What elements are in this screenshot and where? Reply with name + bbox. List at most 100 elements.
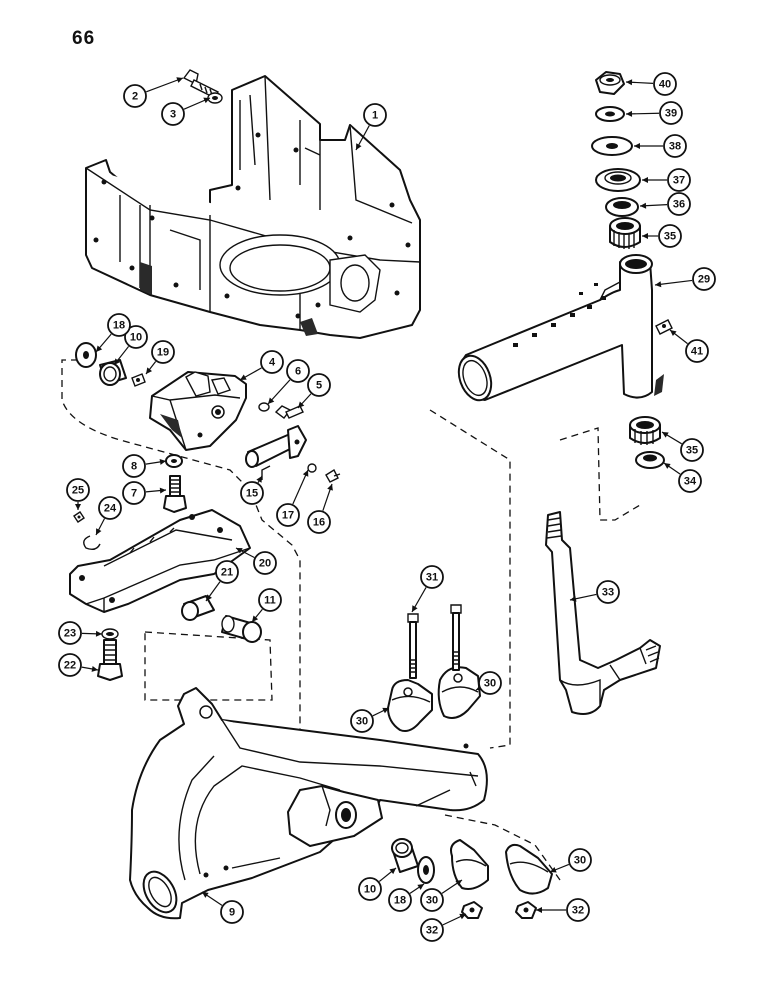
callout-label: 31 <box>426 572 438 584</box>
callout-20: 20 <box>235 547 277 575</box>
leader-arrowhead <box>626 110 633 117</box>
grease-fitting-19 <box>131 373 146 387</box>
leader-arrowhead <box>298 401 305 408</box>
callout-circle <box>653 72 677 96</box>
callout-circle <box>276 503 300 527</box>
leader-line <box>654 279 693 286</box>
leader-arrowhead <box>206 594 212 601</box>
leader-arrowhead <box>382 707 389 714</box>
leader-arrowhead <box>114 358 121 365</box>
leader-line <box>292 469 309 505</box>
callout-21: 21 <box>205 560 239 602</box>
leader-arrowhead <box>670 330 677 337</box>
callout-circle <box>122 454 146 478</box>
callout-label: 6 <box>295 366 301 378</box>
callout-circle <box>388 888 412 912</box>
callout-label: 10 <box>364 884 376 896</box>
callout-label: 5 <box>316 380 322 392</box>
callout-label: 3 <box>170 109 176 121</box>
bushing-10-upper <box>99 359 127 386</box>
callout-circle <box>240 481 264 505</box>
callout-label: 23 <box>64 628 76 640</box>
callout-circle <box>122 481 146 505</box>
callout-25: 25 <box>66 478 90 510</box>
leader-arrowhead <box>176 77 183 83</box>
washer-3 <box>207 92 223 104</box>
callout-label: 22 <box>64 660 76 672</box>
callout-label: 8 <box>131 461 137 473</box>
callout-circle <box>566 898 590 922</box>
callout-31: 31 <box>411 565 444 613</box>
snap-ring-24 <box>83 535 101 551</box>
callout-label: 39 <box>665 108 677 120</box>
assembly-guide-lines <box>61 359 641 881</box>
callout-17: 17 <box>276 469 309 527</box>
callout-35: 35 <box>642 224 682 248</box>
leader-arrowhead <box>550 866 557 873</box>
bushing-10-lower <box>391 838 419 873</box>
bolt-5 <box>274 405 304 419</box>
callout-36: 36 <box>639 192 691 216</box>
callout-1: 1 <box>355 103 387 151</box>
nut-40 <box>595 71 625 95</box>
callout-label: 25 <box>72 485 84 497</box>
callout-label: 11 <box>264 595 276 607</box>
callout-circle <box>363 103 387 127</box>
callout-18: 18 <box>388 883 425 912</box>
callout-11: 11 <box>251 588 282 623</box>
callout-18: 18 <box>95 313 131 353</box>
callout-circle <box>98 496 122 520</box>
leader-arrowhead <box>91 665 98 672</box>
callout-label: 29 <box>698 274 710 286</box>
nut-32-left <box>461 901 483 919</box>
leader-arrowhead <box>159 487 166 494</box>
callout-label: 18 <box>394 895 406 907</box>
leader-arrowhead <box>655 281 662 288</box>
leader-arrowhead <box>95 630 102 637</box>
callout-label: 10 <box>130 332 142 344</box>
leader-arrowhead <box>96 528 102 535</box>
leader-arrowhead <box>256 476 262 483</box>
callout-40: 40 <box>625 72 677 96</box>
leader-arrowhead <box>302 470 309 477</box>
callout-label: 9 <box>229 907 235 919</box>
callout-circle <box>663 134 687 158</box>
leader-arrowhead <box>252 615 259 622</box>
grease-fitting-41 <box>655 319 673 335</box>
callout-label: 21 <box>221 567 233 579</box>
leader-arrowhead <box>268 397 275 404</box>
callout-8: 8 <box>122 454 167 478</box>
callout-15: 15 <box>240 475 264 505</box>
callout-circle <box>420 565 444 589</box>
callout-32: 32 <box>536 898 590 922</box>
bearing-35-lower <box>629 416 661 445</box>
clamp-30-lower-left <box>450 839 489 890</box>
callout-circle <box>124 325 148 349</box>
bolt-22 <box>97 639 123 681</box>
leader-arrowhead <box>327 484 333 491</box>
leader-arrowhead <box>626 79 633 86</box>
lockwasher-23 <box>101 628 119 640</box>
callout-circle <box>215 560 239 584</box>
callout-label: 20 <box>259 558 271 570</box>
callout-circle <box>692 267 716 291</box>
clamp-30-upper-left <box>387 679 433 732</box>
callout-6: 6 <box>267 359 310 405</box>
callout-9: 9 <box>201 891 244 924</box>
callout-16: 16 <box>307 483 333 534</box>
callout-41: 41 <box>669 329 709 363</box>
callout-label: 30 <box>574 855 586 867</box>
callout-layer: 1234567891010111516171818192021222324252… <box>58 72 716 942</box>
page-number: 66 <box>72 28 96 49</box>
washer-38 <box>591 136 633 156</box>
leader-arrowhead <box>159 458 166 465</box>
callout-circle <box>161 102 185 126</box>
callout-circle <box>358 877 382 901</box>
callout-7: 7 <box>122 481 167 505</box>
spindle-33 <box>545 511 661 715</box>
callout-circle <box>123 84 147 108</box>
bearing-35-upper <box>609 217 641 249</box>
callout-34: 34 <box>663 462 702 493</box>
callout-circle <box>658 224 682 248</box>
